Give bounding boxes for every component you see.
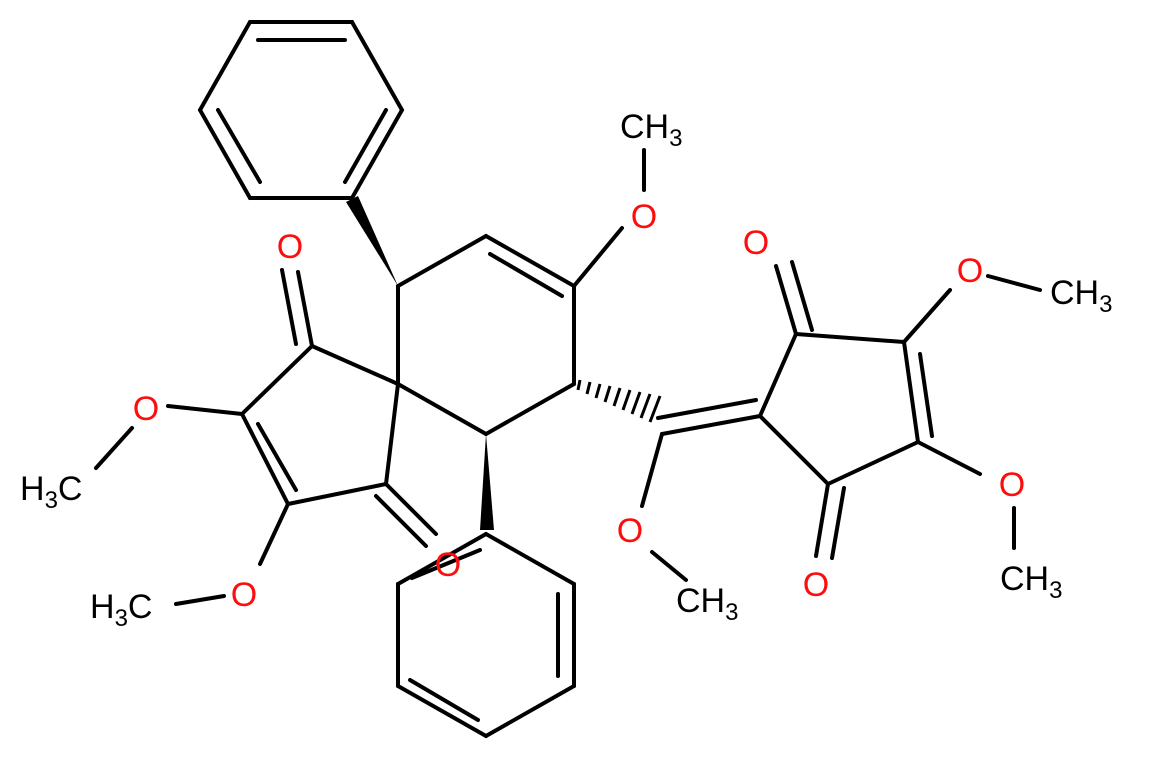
carbonyl-right-bottom-a: [814, 482, 830, 558]
methyl-label-left-top: H3C: [20, 470, 82, 514]
oxygen-label-methoxy-right-top: O: [957, 252, 983, 290]
bond-left-methyl-top: [94, 426, 134, 470]
cyclohexene-ring: [396, 234, 576, 436]
wedge-bond-bottom-phenyl: [480, 434, 494, 530]
bond-bridge-methoxy: [640, 432, 664, 508]
exocyclic-double-b: [656, 398, 758, 420]
bond-right-methyl-top: [986, 274, 1042, 292]
methyl-label-left-bottom: H3C: [90, 588, 152, 632]
carbonyl-right-bottom-b: [830, 486, 846, 560]
exocyclic-double-a: [660, 414, 762, 436]
bond-right-methoxy-bottom: [916, 440, 982, 476]
wedge-bond-top-phenyl: [346, 196, 398, 286]
methyl-label-bridge: CH3: [676, 582, 738, 626]
bond-left-methoxy-bottom: [258, 502, 290, 566]
oxygen-label-methoxy-bridge: O: [617, 512, 643, 550]
carbonyl-left-top-a: [296, 270, 314, 348]
methyl-label-ring-top: CH3: [620, 108, 682, 152]
oxygen-label-methoxy-left-top: O: [133, 390, 159, 428]
hashed-bond-bridge: [576, 379, 662, 423]
oxygen-label-methoxy-right-bottom: O: [999, 466, 1025, 504]
cyclopentene-dione-right: [758, 332, 934, 486]
methyl-label-right-top: CH3: [1050, 274, 1112, 318]
bond-ring-methoxy: [572, 226, 624, 288]
carbonyl-right-top-b: [790, 260, 814, 332]
methyl-label-right-bottom: CH3: [1000, 560, 1062, 604]
carbonyl-left-bottom-a: [384, 482, 438, 536]
bond-left-methoxy-top: [166, 404, 244, 416]
oxygen-label-dione-top: O: [743, 224, 769, 262]
bond-left-methyl-bottom: [174, 594, 226, 606]
oxygen-label-dione-bottom: O: [803, 566, 829, 604]
cyclopentene-dione-left: [240, 344, 400, 506]
phenyl-bottom: [396, 532, 576, 738]
oxygen-label-ketone-top: O: [277, 228, 303, 266]
carbonyl-left-top-b: [280, 268, 298, 346]
phenyl-top: [198, 20, 404, 200]
oxygen-label-methoxy-left-bottom: O: [231, 576, 257, 614]
bond-bridge-methyl: [650, 550, 688, 582]
bond-right-methoxy-top: [902, 288, 952, 344]
carbonyl-right-top-a: [774, 264, 798, 336]
carbonyl-left-bottom-b: [374, 494, 428, 548]
oxygen-label-methoxy-ring: O: [631, 198, 657, 236]
oxygen-label-ketone-bottom: O: [435, 546, 461, 584]
